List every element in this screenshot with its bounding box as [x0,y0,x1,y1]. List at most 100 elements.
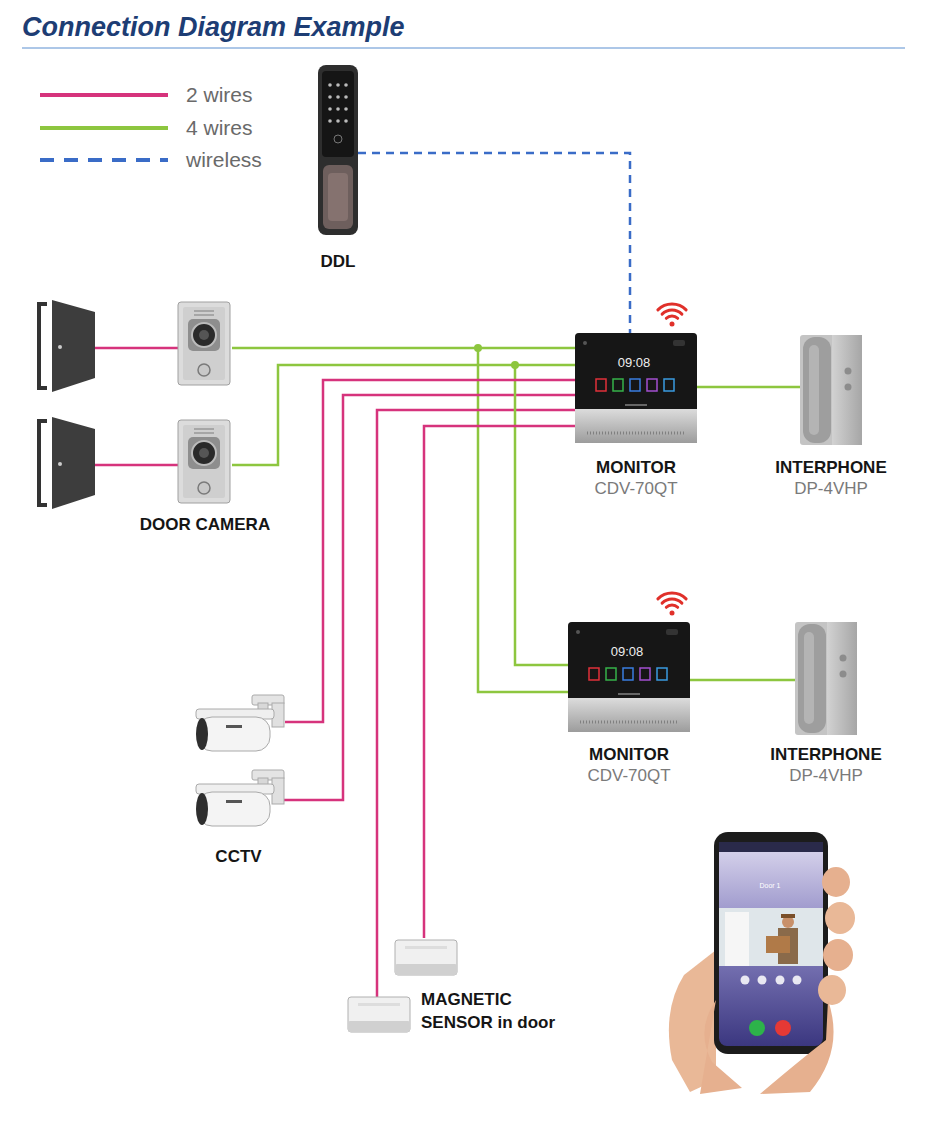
smartphone-in-hand [719,908,823,966]
door-symbol [58,345,62,349]
device-name: INTERPHONE [775,458,886,478]
screen-clock: 09:08 [618,355,651,370]
cctv-camera [198,717,270,751]
interphone-device [795,622,857,735]
device-name: MONITOR [596,458,676,478]
wifi-symbol [666,316,677,318]
smartphone-in-hand [725,912,749,966]
digital-door-lock [336,95,340,99]
door-camera-device [199,330,209,340]
monitor-device [568,622,690,702]
monitor-device [647,379,657,391]
monitor-device [625,404,647,406]
monitor-device [568,698,690,732]
digital-door-lock [318,65,358,235]
monitor-device [568,622,690,732]
digital-door-lock [344,95,348,99]
diagram-title: Connection Diagram Example [22,11,405,43]
interphone-node: INTERPHONEDP-4VHP [795,622,857,735]
interphone-device [795,622,857,735]
interphone-device [845,384,852,391]
device-name: DDL [321,252,356,272]
magnetic-sensor [395,964,457,975]
wifi-symbol [658,593,686,599]
four-wire-link [690,679,795,682]
title-rule [22,48,905,49]
smartphone-in-hand [758,976,767,985]
smartphone-in-hand [766,936,790,953]
magnetic-sensor [395,940,457,975]
interphone-device [800,335,862,445]
legend-swatch [40,93,168,97]
interphone-device [798,624,826,733]
interphone-device [832,335,862,445]
monitor-node: MONITORCDV-70QT [568,622,690,732]
device-name: DOOR CAMERA [140,515,270,535]
smartphone-in-hand [700,1000,742,1094]
door-symbol [52,300,95,392]
monitor-device [575,333,697,443]
digital-door-lock [328,95,332,99]
door-camera-node: DOOR CAMERA [178,300,232,508]
two-wire-link [285,380,575,722]
door-wire [95,464,178,467]
door-camera-device [188,319,220,351]
smartphone-in-hand [760,1000,834,1094]
monitor-device [568,622,690,732]
smartphone-in-hand [822,867,850,897]
interphone-device [840,671,847,678]
two-wire [377,410,575,997]
legend-swatch [40,126,168,130]
interphone-device [845,368,852,375]
smartphone-in-hand [669,832,855,1094]
digital-door-lock [323,165,353,229]
monitor-device [575,333,697,413]
smartphone-in-hand [775,1020,791,1036]
door-camera-device [194,310,214,312]
interphone-device [803,337,831,443]
phone-screen-text: Door 1 [759,882,780,889]
door-camera-device [188,437,220,469]
smartphone-in-hand [776,976,785,985]
smartphone-in-hand [825,902,855,934]
smartphone-in-hand [823,939,853,971]
door-camera-device [194,428,214,430]
wifi-symbol [670,322,675,327]
digital-door-lock [344,119,348,123]
legend-swatch [40,158,168,162]
interphone-device [809,345,819,435]
four-wire-link [232,347,575,350]
device-name: CCTV [215,847,261,867]
digital-door-lock [318,65,358,235]
smartphone-in-hand [741,976,750,985]
legend-text: wireless [186,148,262,172]
door-camera-device [198,364,210,376]
smartphone-in-hand [749,1020,765,1036]
door-symbol [39,421,47,505]
cctv-camera [226,800,242,803]
monitor-device [575,333,697,443]
monitor-node: MONITORCDV-70QT [575,333,697,443]
magnetic-sensor [348,1021,410,1032]
cctv-node: CCTV [192,695,285,835]
model-number: DP-4VHP [794,479,868,499]
magnetic-sensor [358,1003,400,1006]
model-number: DP-4VHP [789,766,863,786]
monitor-device [580,721,678,724]
screen-clock: 09:08 [611,644,644,659]
monitor-device [673,340,685,346]
model-number: CDV-70QT [587,766,670,786]
device-name: MAGNETIC SENSOR in door [421,988,561,1034]
digital-door-lock [328,119,332,123]
wireless-link [358,153,630,333]
wifi-symbol [658,304,686,310]
digital-door-lock [322,71,354,157]
smartphone-in-hand [719,842,823,1046]
digital-door-lock [328,173,348,221]
door-camera-device [178,420,230,503]
door-camera-device [183,425,225,498]
magnetic-sensor [405,946,447,949]
smartphone-in-hand [719,842,823,852]
monitor-device [640,668,650,680]
